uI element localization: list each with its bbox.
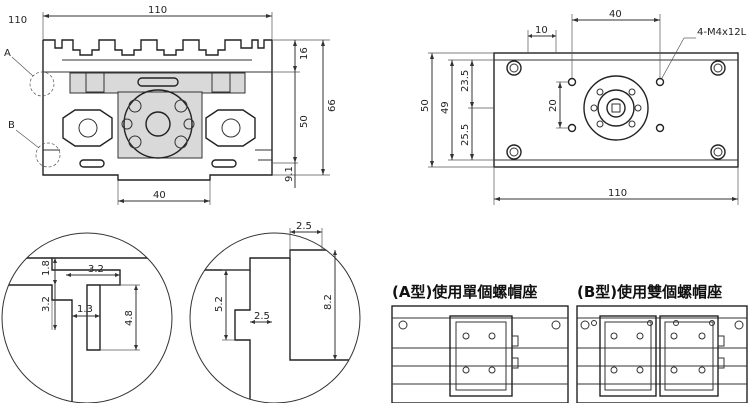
dim-offset: 10 xyxy=(535,25,548,36)
detail-a-dim-3-2-width: 3.2 xyxy=(88,264,104,275)
dim-height-total: 66 xyxy=(327,99,338,112)
thread-callout: 4-M4x12L xyxy=(697,27,747,38)
label-detail-a: A xyxy=(4,48,11,59)
dim-height-bottom: 9.1 xyxy=(284,166,295,182)
detail-b-dim-top: 2.5 xyxy=(296,221,312,232)
dim-width-left: 110 xyxy=(8,15,27,26)
dim-height-49: 49 xyxy=(440,101,451,114)
dim-width-bottom: 40 xyxy=(153,190,166,201)
top-view: 40 10 4-M4x12L 50 49 23.5 25.5 xyxy=(420,9,747,205)
dim-height-top: 16 xyxy=(299,47,310,60)
detail-b: 2.5 5.2 2.5 8.2 xyxy=(189,221,361,403)
detail-a-dim-1-3: 1.3 xyxy=(77,304,93,315)
dim-width-110: 110 xyxy=(608,188,627,199)
type-a-assembly: (A型)使用單個螺帽座 xyxy=(391,283,569,403)
detail-b-dim-left: 5.2 xyxy=(214,296,225,312)
detail-b-dim-bottom: 2.5 xyxy=(254,311,270,322)
caption-type-b: (B型)使用雙個螺帽座 xyxy=(577,283,722,301)
type-b-assembly: (B型)使用雙個螺帽座 xyxy=(576,283,748,403)
dim-width-total: 110 xyxy=(148,5,167,16)
label-detail-b: B xyxy=(8,120,15,131)
detail-a-dim-4-8: 4.8 xyxy=(124,310,135,326)
detail-a-dim-3-2-height: 3.2 xyxy=(41,296,52,312)
caption-type-a: (A型)使用單個螺帽座 xyxy=(392,283,537,301)
detail-a: 3.2 1.8 3.2 1.3 4.8 xyxy=(1,232,173,403)
detail-b-dim-right: 8.2 xyxy=(323,294,334,310)
dim-20: 20 xyxy=(548,99,559,112)
dim-height-mid: 50 xyxy=(299,115,310,128)
dim-25-5: 25.5 xyxy=(460,124,471,146)
dim-height-50: 50 xyxy=(420,99,431,112)
detail-a-dim-1-8: 1.8 xyxy=(41,260,52,276)
dim-23-5: 23.5 xyxy=(460,70,471,92)
front-view: 110 110 A xyxy=(4,5,338,205)
dim-hole-spacing: 40 xyxy=(609,9,622,20)
